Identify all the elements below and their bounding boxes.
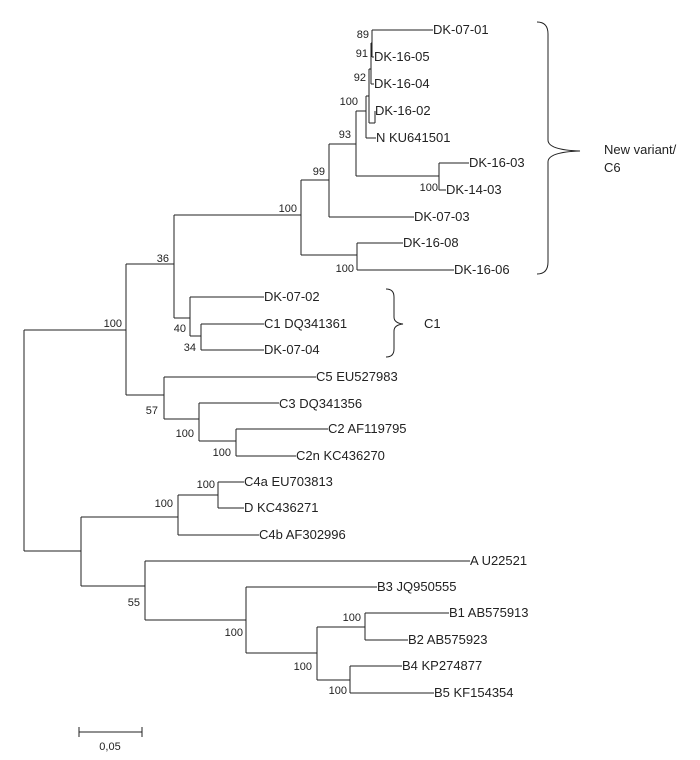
tip-label: DK-07-04 xyxy=(264,342,320,357)
bootstrap-value: 100 xyxy=(213,447,231,459)
tip-label: DK-16-06 xyxy=(454,262,510,277)
bootstrap-value: 100 xyxy=(225,627,243,639)
tip-label: N KU641501 xyxy=(376,130,450,145)
bootstrap-value: 99 xyxy=(313,166,325,178)
tip-labels: DK-07-01 DK-16-05 DK-16-04 DK-16-02 N KU… xyxy=(244,22,529,700)
tip-label: C2 AF119795 xyxy=(328,421,407,436)
tree-branches xyxy=(23,29,470,694)
tip-label: C5 EU527983 xyxy=(316,369,398,384)
bootstrap-value: 40 xyxy=(174,323,186,335)
bootstrap-value: 100 xyxy=(104,318,122,330)
tip-label: DK-16-03 xyxy=(469,155,525,170)
tip-label: D KC436271 xyxy=(244,500,318,515)
bootstrap-value: 34 xyxy=(184,342,196,354)
bootstrap-value: 100 xyxy=(197,479,215,491)
bootstrap-values: 89 91 92 100 93 100 99 100 100 36 40 34 … xyxy=(104,29,438,697)
bootstrap-value: 92 xyxy=(354,72,366,84)
new-variant-label: New variant/ xyxy=(604,142,677,157)
bootstrap-value: 57 xyxy=(146,405,158,417)
bootstrap-value: 36 xyxy=(157,253,169,265)
bootstrap-value: 100 xyxy=(343,612,361,624)
bootstrap-value: 89 xyxy=(357,29,369,41)
bootstrap-value: 100 xyxy=(336,263,354,275)
tip-label: DK-16-02 xyxy=(375,103,431,118)
scale-bar-label: 0,05 xyxy=(99,741,120,753)
tip-label: DK-07-03 xyxy=(414,209,470,224)
tip-label: C4a EU703813 xyxy=(244,474,333,489)
tip-label: A U22521 xyxy=(470,553,527,568)
tip-label: C1 DQ341361 xyxy=(264,316,347,331)
bootstrap-value: 100 xyxy=(340,96,358,108)
tip-label: C2n KC436270 xyxy=(296,448,385,463)
tip-label: DK-07-02 xyxy=(264,289,320,304)
bootstrap-value: 93 xyxy=(339,129,351,141)
tip-label: DK-07-01 xyxy=(433,22,489,37)
tip-label: B3 JQ950555 xyxy=(377,579,457,594)
tip-label: B4 KP274877 xyxy=(402,658,482,673)
bootstrap-value: 100 xyxy=(329,685,347,697)
tip-label: DK-16-05 xyxy=(374,49,430,64)
bootstrap-value: 100 xyxy=(294,661,312,673)
bootstrap-value: 91 xyxy=(356,48,368,60)
new-variant-sublabel: C6 xyxy=(604,160,621,175)
bootstrap-value: 100 xyxy=(176,428,194,440)
tip-label: B5 KF154354 xyxy=(434,685,514,700)
scale-bar xyxy=(78,727,143,737)
tip-label: B1 AB575913 xyxy=(449,605,529,620)
bootstrap-value: 55 xyxy=(128,597,140,609)
tip-label: B2 AB575923 xyxy=(408,632,488,647)
c1-bracket xyxy=(385,288,404,358)
tip-label: DK-14-03 xyxy=(446,182,502,197)
c1-clade-label: C1 xyxy=(424,316,441,331)
bootstrap-value: 100 xyxy=(420,182,438,194)
tip-label: C3 DQ341356 xyxy=(279,396,362,411)
bootstrap-value: 100 xyxy=(155,498,173,510)
new-variant-bracket xyxy=(536,21,581,275)
bootstrap-value: 100 xyxy=(279,203,297,215)
tip-label: DK-16-08 xyxy=(403,235,459,250)
tip-label: C4b AF302996 xyxy=(259,527,346,542)
tip-label: DK-16-04 xyxy=(374,76,430,91)
